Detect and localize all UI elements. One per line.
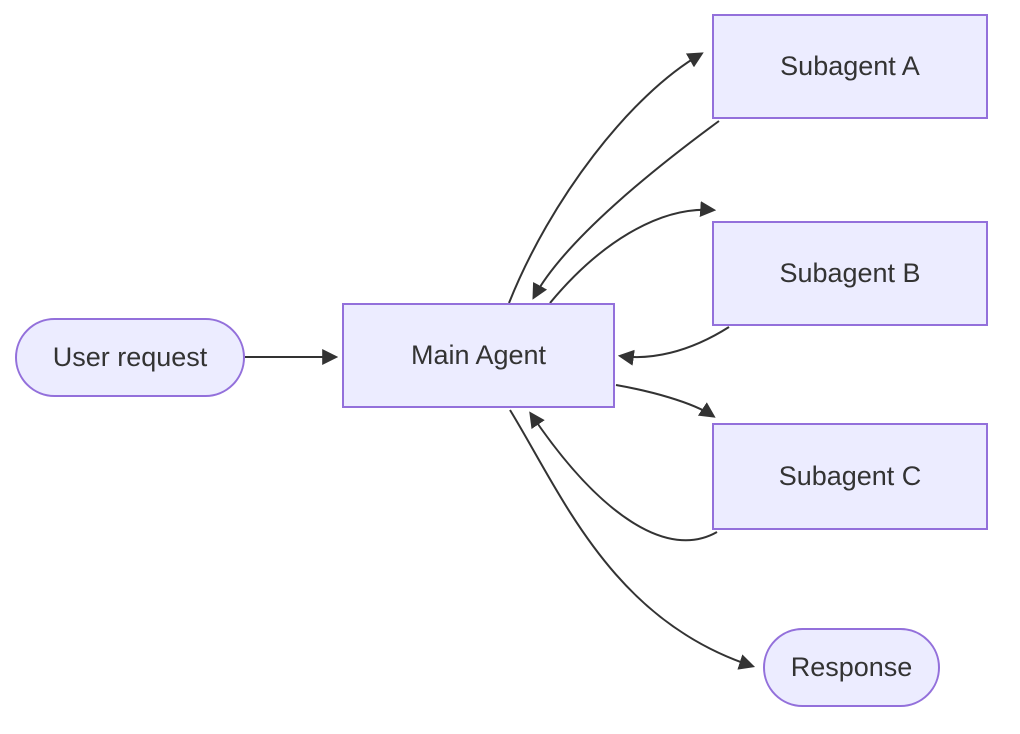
- node-subagent-b: Subagent B: [712, 221, 988, 326]
- node-response: Response: [763, 628, 940, 707]
- node-subagent-a: Subagent A: [712, 14, 988, 119]
- node-subagent-b-label: Subagent B: [779, 258, 921, 288]
- edge-main-agent-to-subagent-c: [615, 384, 716, 418]
- edge-subagent-b-to-main-agent: [617, 326, 730, 366]
- edge-main-agent-to-response: [509, 409, 756, 670]
- node-main-agent-label: Main Agent: [410, 340, 547, 370]
- edge-main-agent-to-subagent-b: [549, 201, 717, 304]
- edge-subagent-c-to-main-agent: [529, 411, 718, 542]
- node-subagent-c-label: Subagent C: [778, 461, 922, 491]
- node-main-agent: Main Agent: [342, 303, 615, 408]
- node-subagent-a-label: Subagent A: [780, 51, 920, 81]
- node-user-request-label: User request: [52, 342, 208, 372]
- node-response-label: Response: [790, 652, 913, 682]
- edge-main-agent-to-subagent-a: [508, 52, 704, 304]
- node-subagent-c: Subagent C: [712, 423, 988, 530]
- edge-subagent-a-to-main-agent: [532, 120, 720, 300]
- node-user-request: User request: [15, 318, 245, 397]
